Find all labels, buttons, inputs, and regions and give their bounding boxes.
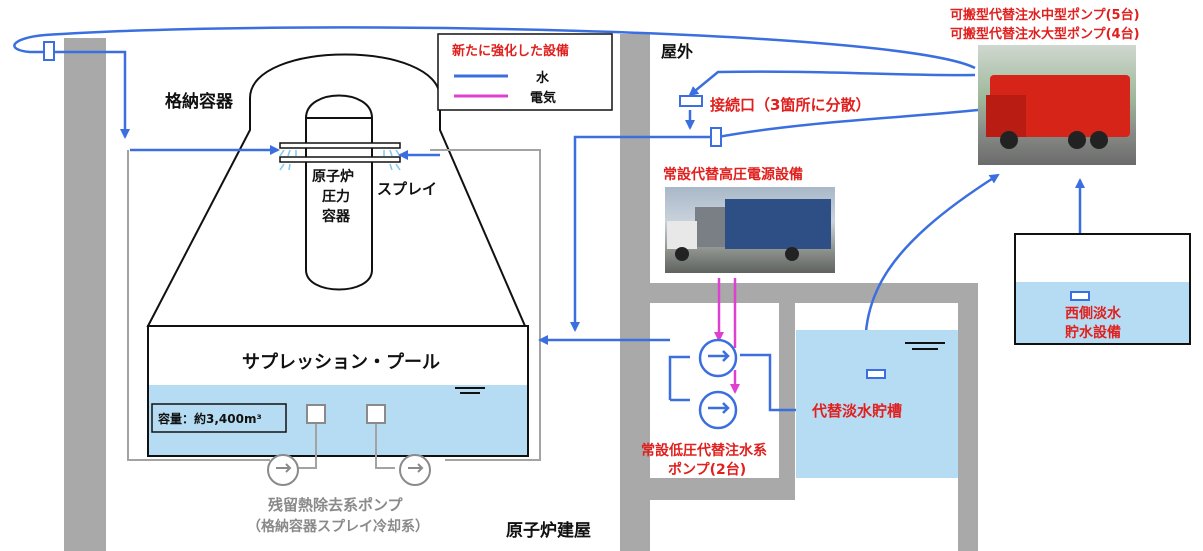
water-level-mark <box>455 387 485 394</box>
rpv-label-line1: 原子炉 <box>312 169 354 185</box>
spray-ring <box>279 142 401 171</box>
electric-lines <box>714 278 740 394</box>
building-wall-right <box>620 34 650 551</box>
west-tank-intake <box>1070 291 1090 301</box>
pit-floor <box>650 478 795 500</box>
rpv-label-line3: 容器 <box>322 209 350 225</box>
rhr-pump-icon <box>267 454 431 486</box>
rhr-pump-label: 残留熱除去系ポンプ <box>268 496 403 514</box>
fw-tank-label: 代替淡水貯槽 <box>812 402 903 420</box>
lp-pump-label-line2: ポンプ(2台) <box>668 462 747 478</box>
rhr-pump-sublabel: （格納容器スプレイ冷却系） <box>247 519 429 535</box>
spray-label: スプレイ <box>377 180 438 198</box>
containment-vessel-label: 格納容器 <box>165 92 233 112</box>
legend-title: 新たに強化した設備 <box>452 44 570 59</box>
lp-pump-label-line1: 常設低圧代替注水系 <box>641 443 767 459</box>
connection-port-label: 接続口（3箇所に分散） <box>710 96 871 114</box>
suppression-pool-water <box>149 385 527 455</box>
fw-tank-intake <box>866 369 886 379</box>
suction-strainer-1 <box>306 404 326 424</box>
capacity-label: 容量：約3,400m³ <box>158 412 262 426</box>
fw-tank-level-mark <box>905 342 945 350</box>
portable-pump-truck-photo <box>978 45 1136 165</box>
west-tank-label-line1: 西側淡水 <box>1065 306 1121 322</box>
connection-port-2 <box>679 95 703 107</box>
lp-pump-icon <box>698 338 738 430</box>
portable-pump-large-label: 可搬型代替注水大型ポンプ(4台) <box>950 27 1140 42</box>
rpv-label-line2: 圧力 <box>322 189 350 205</box>
suppression-pool-label: サプレッション・プール <box>242 352 440 373</box>
connection-port-3 <box>710 127 722 147</box>
suction-strainer-2 <box>366 404 386 424</box>
west-tank-water <box>1016 282 1189 343</box>
hv-power-label: 常設代替高圧電源設備 <box>663 167 803 183</box>
reactor-building-label: 原子炉建屋 <box>506 521 591 541</box>
legend-electric-label: 電気 <box>530 91 557 106</box>
hv-power-equipment-photo <box>665 187 835 273</box>
connection-port-1 <box>43 41 55 61</box>
rhr-piping <box>127 149 541 469</box>
legend-water-label: 水 <box>536 71 550 86</box>
capacity-box <box>151 403 287 433</box>
outdoor-label: 屋外 <box>661 42 694 61</box>
fw-tank-water <box>796 330 958 478</box>
west-tank-label-line2: 貯水設備 <box>1065 325 1121 341</box>
portable-pump-medium-label: 可搬型代替注水中型ポンプ(5台) <box>950 8 1140 23</box>
building-wall-left <box>64 38 106 551</box>
